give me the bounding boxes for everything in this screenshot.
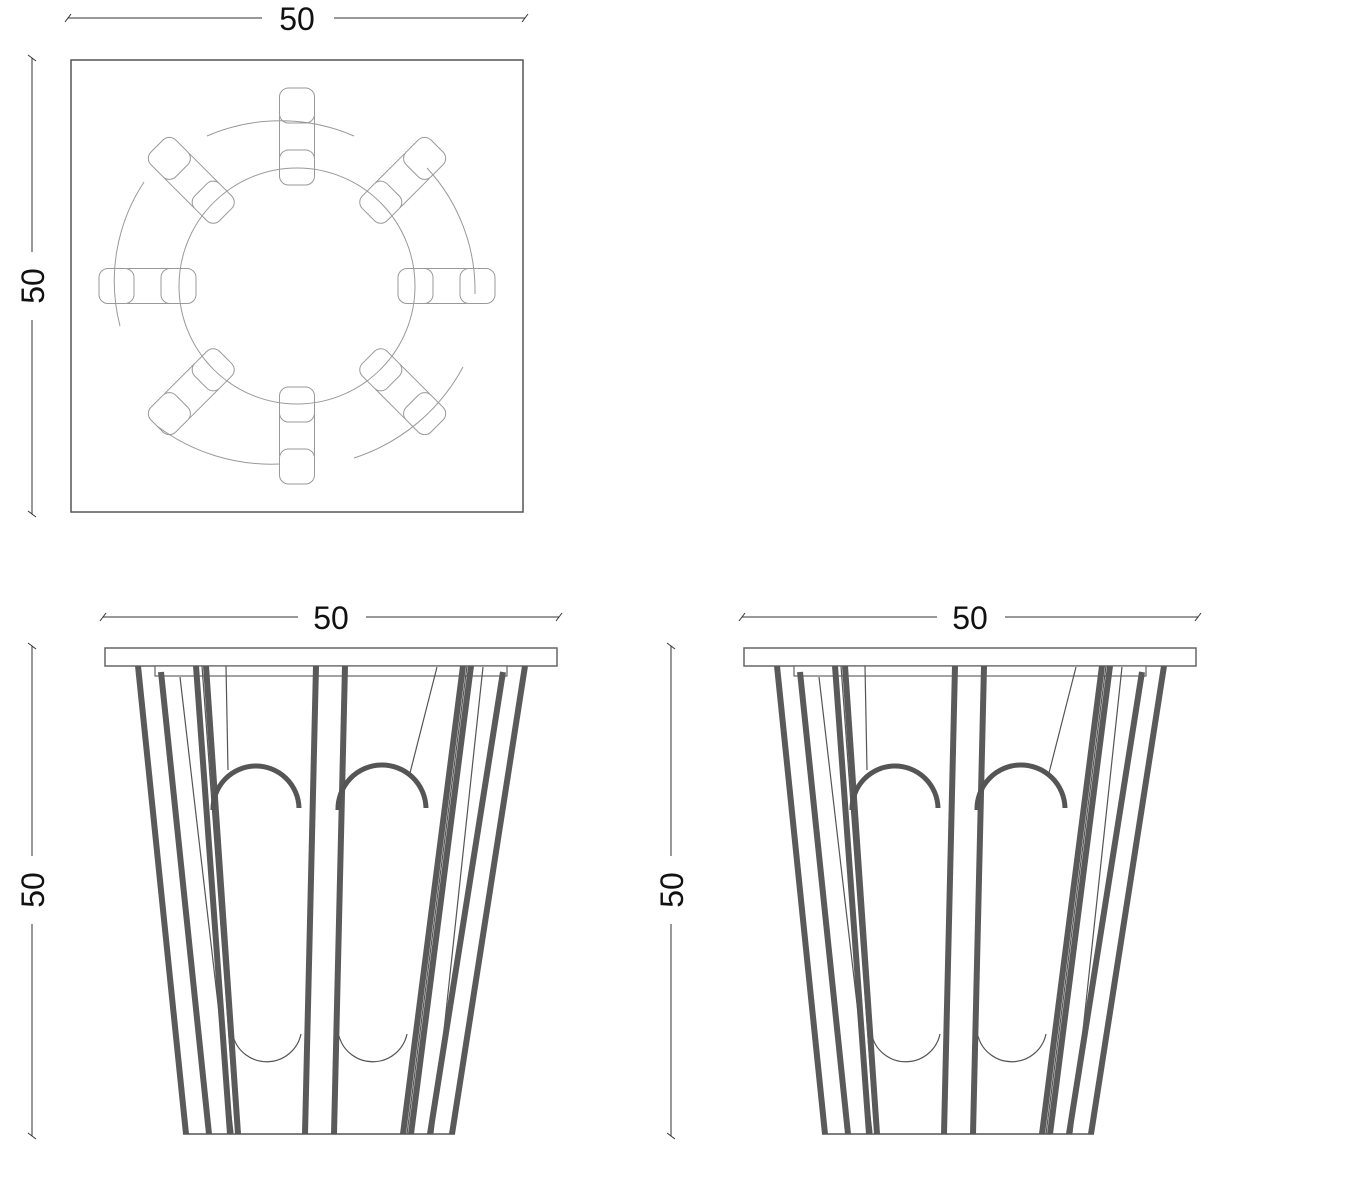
tabletop-outline [70, 59, 524, 513]
front-height-label: 50 [15, 872, 51, 908]
side-width-label: 50 [952, 600, 988, 636]
side-elevation: 50 50 [654, 600, 1202, 1140]
base-plan [98, 87, 496, 485]
front-elevation-table [105, 648, 557, 1134]
plan-width-label: 50 [279, 1, 315, 37]
front-elevation: 50 50 [15, 600, 563, 1140]
side-elevation-table [744, 648, 1196, 1134]
plan-view: 50 50 [15, 1, 529, 518]
front-width-label: 50 [313, 600, 349, 636]
side-height-label: 50 [654, 872, 690, 908]
plan-depth-label: 50 [15, 268, 51, 304]
